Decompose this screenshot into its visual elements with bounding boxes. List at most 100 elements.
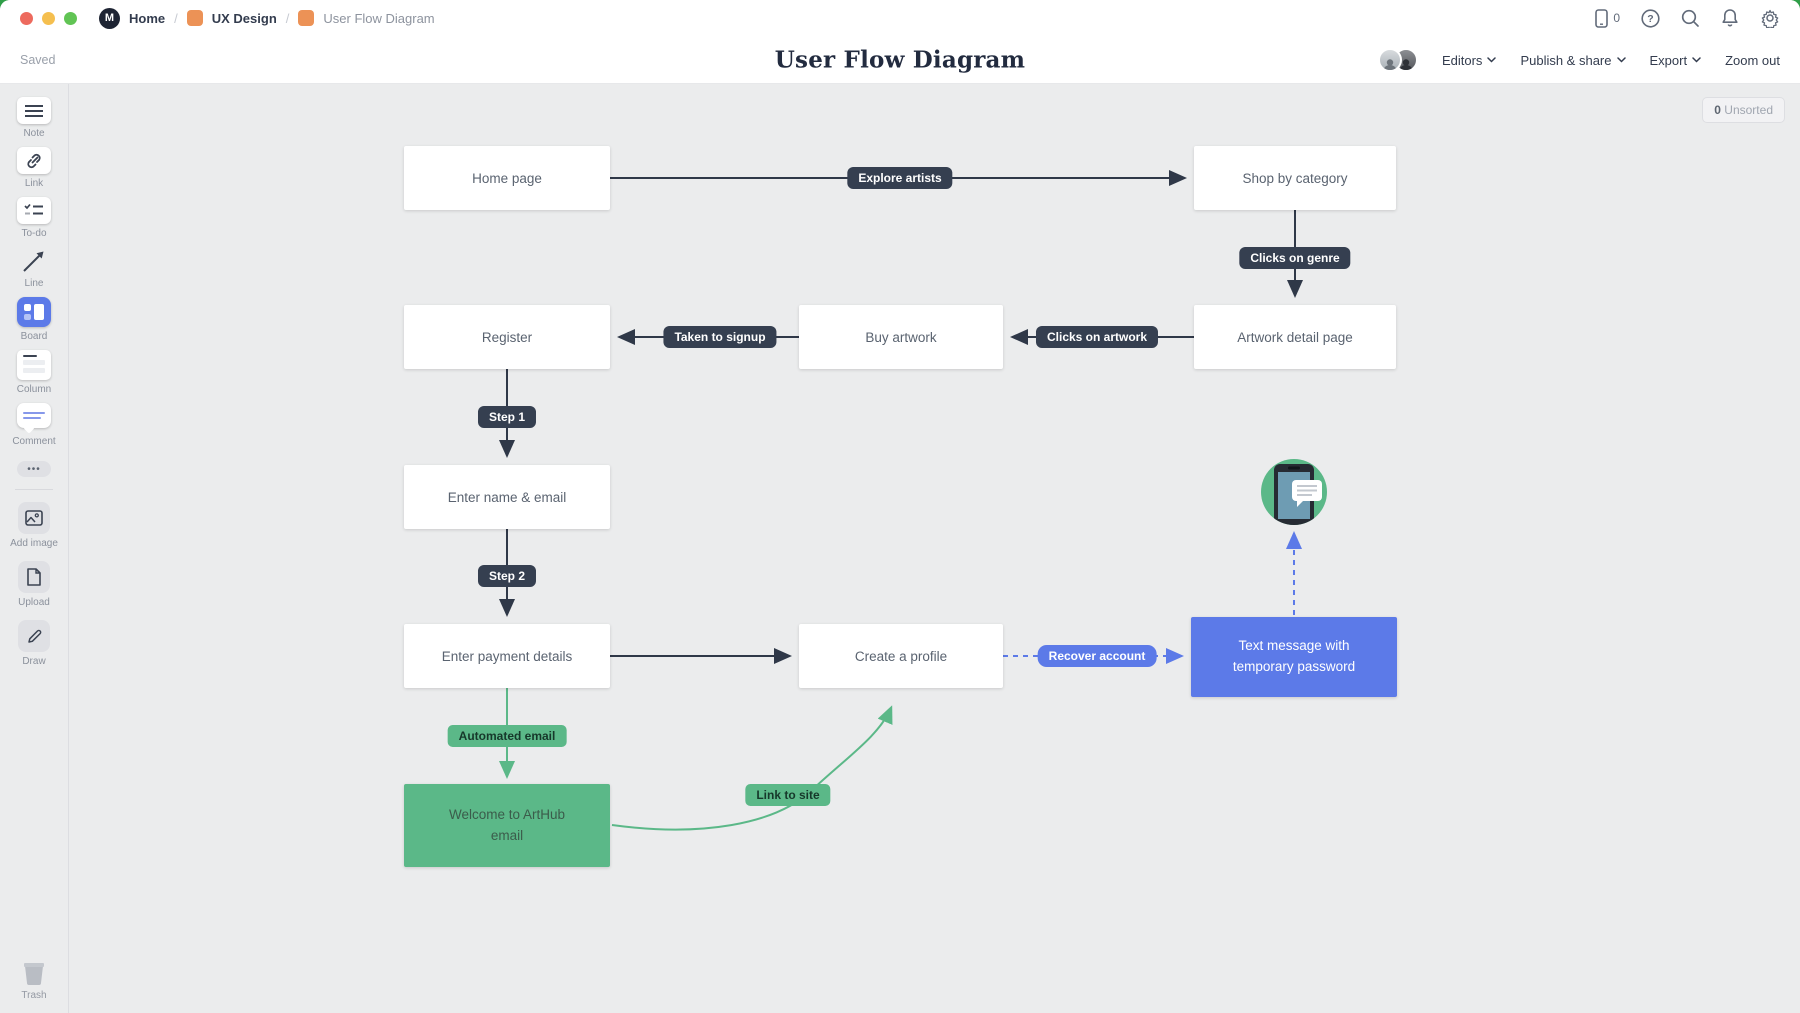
tool-label: Line <box>24 278 44 289</box>
chevron-down-icon <box>1616 57 1626 63</box>
trash-icon <box>24 963 44 985</box>
avatar <box>1377 48 1402 72</box>
breadcrumb-parent-board[interactable]: UX Design <box>211 10 277 26</box>
tool-label: To-do <box>21 228 47 239</box>
node-home-page[interactable]: Home page <box>404 146 610 210</box>
editors-label: Editors <box>1441 52 1483 68</box>
app-logo-icon[interactable]: M <box>99 7 120 29</box>
breadcrumb-home[interactable]: Home <box>129 10 166 26</box>
node-create-a-profile[interactable]: Create a profile <box>799 624 1003 688</box>
phone-message-icon[interactable] <box>1261 459 1327 530</box>
node-shop-by-category[interactable]: Shop by category <box>1194 146 1396 210</box>
save-status: Saved <box>20 53 56 67</box>
board-icon <box>186 10 203 26</box>
add-image-icon <box>18 502 50 534</box>
publish-share-menu[interactable]: Publish & share <box>1520 52 1626 68</box>
edge-label-recover-account[interactable]: Recover account <box>1037 645 1157 667</box>
tool-column[interactable]: Column <box>17 350 51 395</box>
breadcrumb-separator: / <box>285 10 290 26</box>
edge-label-link-to-site[interactable]: Link to site <box>745 784 831 806</box>
export-label: Export <box>1649 52 1688 68</box>
zoom-out-button[interactable]: Zoom out <box>1725 53 1780 68</box>
mobile-device-icon <box>1595 8 1609 28</box>
upload-file-icon <box>18 561 50 593</box>
edge-label-taken-to-signup[interactable]: Taken to signup <box>663 326 777 348</box>
tool-label: Draw <box>22 656 46 667</box>
edge-label-step-2[interactable]: Step 2 <box>477 565 537 587</box>
publish-share-label: Publish & share <box>1520 52 1612 68</box>
node-buy-artwork[interactable]: Buy artwork <box>799 305 1003 369</box>
editor-avatars[interactable] <box>1377 48 1418 72</box>
search-icon <box>1681 9 1699 27</box>
chevron-down-icon <box>1692 57 1701 63</box>
page-title[interactable]: User Flow Diagram <box>774 46 1026 74</box>
gear-icon <box>1761 9 1779 28</box>
bell-icon <box>1722 9 1738 27</box>
board-icon <box>298 10 315 26</box>
zoom-window-button[interactable] <box>64 11 77 25</box>
tool-link[interactable]: Link <box>17 147 51 189</box>
chevron-down-icon <box>1487 57 1497 63</box>
close-window-button[interactable] <box>20 11 33 25</box>
search-button[interactable] <box>1681 9 1700 28</box>
window-controls <box>20 11 77 25</box>
tool-draw[interactable]: Draw <box>18 620 50 667</box>
node-enter-name-email[interactable]: Enter name & email <box>404 465 610 529</box>
tool-label: Upload <box>18 597 50 608</box>
note-icon <box>17 97 51 124</box>
node-text-message[interactable]: Text message with temporary password <box>1191 617 1397 697</box>
edge-welcome-to-profile[interactable] <box>611 705 893 831</box>
link-icon <box>17 147 51 174</box>
help-icon: ? <box>1641 8 1660 28</box>
breadcrumb-separator: / <box>174 10 178 26</box>
tool-comment[interactable]: Comment <box>12 403 56 447</box>
more-tools-button[interactable]: ••• <box>17 461 51 477</box>
zoom-out-label: Zoom out <box>1725 52 1780 68</box>
trash-label: Trash <box>21 990 47 1001</box>
node-enter-payment-details[interactable]: Enter payment details <box>404 624 610 688</box>
edge-label-explore-artists[interactable]: Explore artists <box>847 167 953 189</box>
editors-menu[interactable]: Editors <box>1441 52 1497 68</box>
edge-label-automated-email[interactable]: Automated email <box>447 725 567 747</box>
edge-label-clicks-on-artwork[interactable]: Clicks on artwork <box>1035 326 1159 348</box>
tool-label: Link <box>24 178 44 189</box>
tool-note[interactable]: Note <box>17 97 51 139</box>
unsorted-badge[interactable]: 0 Unsorted <box>1702 97 1785 123</box>
comment-icon <box>16 403 51 428</box>
edge-label-clicks-on-genre[interactable]: Clicks on genre <box>1239 247 1351 269</box>
speech-bubble-icon <box>1292 480 1322 507</box>
header-icons: 0 ? <box>1595 8 1780 28</box>
node-register[interactable]: Register <box>404 305 610 369</box>
edge-label-step-1[interactable]: Step 1 <box>477 406 537 428</box>
tool-label: Add image <box>10 538 58 549</box>
tools-sidebar: Note Link To-do Line Board Column <box>0 84 69 1013</box>
tool-label: Board <box>20 331 48 342</box>
notifications-button[interactable] <box>1721 8 1739 28</box>
header: M Home / UX Design / User Flow Diagram 0… <box>0 0 1800 84</box>
tool-add-image[interactable]: Add image <box>10 502 58 549</box>
board-canvas[interactable]: Home page Shop by category Register Buy … <box>0 84 1800 1013</box>
board-tool-icon <box>17 297 51 327</box>
column-icon <box>17 350 51 380</box>
line-arrow-icon <box>21 247 47 274</box>
tool-board[interactable]: Board <box>17 297 51 342</box>
flow-edges <box>499 170 1303 831</box>
tool-label: Note <box>23 128 45 139</box>
tool-upload[interactable]: Upload <box>18 561 50 608</box>
trash-dropzone[interactable]: Trash <box>21 961 47 1001</box>
device-preview-button[interactable]: 0 <box>1595 8 1620 28</box>
help-button[interactable]: ? <box>1641 8 1660 28</box>
tool-todo[interactable]: To-do <box>17 197 51 239</box>
toolbar: Saved User Flow Diagram Editors Publish … <box>0 36 1800 84</box>
unsorted-count: 0 <box>1714 103 1721 117</box>
settings-button[interactable] <box>1760 8 1780 28</box>
tool-line[interactable]: Line <box>21 247 47 289</box>
minimize-window-button[interactable] <box>42 11 55 25</box>
pencil-icon <box>18 620 50 652</box>
breadcrumb-current[interactable]: User Flow Diagram <box>323 10 435 26</box>
tool-label: Comment <box>12 436 56 447</box>
export-menu[interactable]: Export <box>1650 53 1702 68</box>
node-welcome-email[interactable]: Welcome to ArtHub email <box>404 784 610 867</box>
node-artwork-detail-page[interactable]: Artwork detail page <box>1194 305 1396 369</box>
